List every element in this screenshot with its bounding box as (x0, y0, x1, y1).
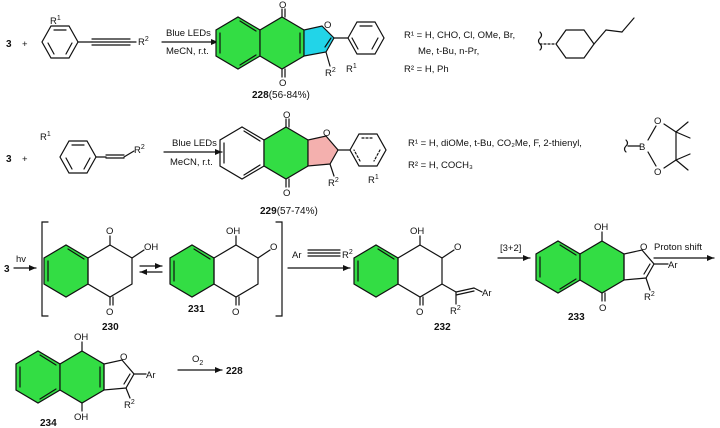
r2-232: R2 (450, 305, 461, 317)
bpin-substituent: B O O (623, 116, 691, 178)
reagent-3-label: 3 (6, 39, 12, 50)
oh-232: OH (410, 226, 424, 237)
oh-234-bottom: OH (74, 412, 88, 423)
hv-label: hv (16, 254, 26, 265)
ar-232: Ar (482, 288, 492, 299)
condition-solvent-2: MeCN, r.t. (170, 157, 213, 168)
o-230: O (106, 307, 113, 318)
r2-234: R2 (124, 399, 135, 411)
plus-sign: + (22, 39, 28, 50)
product-229-r2: R2 (328, 177, 339, 189)
ar-233: Ar (668, 260, 678, 271)
proton-shift-label: Proton shift (654, 242, 702, 253)
ar-234: Ar (146, 370, 156, 381)
r2-233: R2 (644, 291, 655, 303)
o-231: O (232, 307, 239, 318)
reaction-row-2: 3 + R1 R2 Blue LEDs MeCN, r.t. (6, 110, 691, 217)
plus-sign-2: + (22, 154, 28, 165)
bottom-row: OH OH O Ar R2 234 O2 228 (15, 332, 243, 428)
carbonyl-o-bottom: O (279, 78, 286, 89)
boron-atom: B (639, 142, 645, 153)
label-233: 233 (568, 312, 585, 323)
propylcyclohexyl-substituent (537, 17, 635, 59)
oh-231: OH (226, 226, 240, 237)
intermediate-231: OH O O (169, 226, 277, 318)
legend-r1-line2: Me, t-Bu, n-Pr, (418, 46, 479, 57)
product-228-label: 228(56-84%) (252, 90, 310, 101)
aryl-alkyne-substrate: R1 R2 (41, 15, 149, 59)
label-234: 234 (40, 418, 57, 428)
boron-oxygen-1: O (654, 116, 661, 127)
intermediate-234: OH OH O Ar R2 (15, 332, 156, 423)
product-229-structure: O O O R2 R1 (219, 110, 387, 199)
label-230: 230 (102, 322, 119, 333)
start-3-label: 3 (4, 264, 10, 275)
legend-r2: R² = H, Ph (404, 64, 449, 75)
intermediate-232: OH O O R2 Ar (353, 226, 492, 318)
radical-o-230: O (106, 226, 113, 237)
substituent-r1: R1 (50, 15, 61, 27)
substituent-r2: R2 (138, 36, 149, 48)
product-228-structure: O O O R2 R1 (215, 0, 385, 89)
radical-o-231: O (270, 242, 277, 253)
bracket-left (41, 221, 49, 317)
intermediate-233: OH O O Ar R2 (535, 222, 678, 314)
oh-230: OH (144, 242, 158, 253)
product-228-r2: R2 (325, 67, 336, 79)
furan-o-2: O (323, 128, 330, 139)
condition-blue-leds-2: Blue LEDs (172, 138, 217, 149)
legend-r1-line1: R¹ = H, CHO, Cl, OMe, Br, (404, 30, 515, 41)
label-232: 232 (434, 322, 451, 333)
reaction-row-1: 3 + R1 R2 Blue LEDs MeCN, r.t. (6, 0, 635, 101)
intermediate-230: O OH O (43, 226, 158, 318)
carbonyl-o-bottom-2: O (283, 188, 290, 199)
oxidant-o2: O2 (192, 354, 203, 367)
product-228-r1: R1 (346, 63, 357, 75)
carbonyl-o-top-2: O (283, 110, 290, 121)
alkyne-ar: Ar (292, 250, 302, 261)
radical-o-232: O (454, 242, 461, 253)
alkyne-r2: R2 (342, 249, 353, 261)
legend-r2-row2: R² = H, COCH₃ (408, 160, 473, 171)
step-3-2-label: [3+2] (500, 243, 521, 254)
bracket-right (275, 221, 283, 317)
reagent-3-label-2: 3 (6, 154, 12, 165)
furan-o-233: O (640, 242, 647, 253)
legend-r1-row2: R¹ = H, diOMe, t-Bu, CO₂Me, F, 2-thienyl… (408, 138, 582, 149)
substituent-r1-2: R1 (40, 131, 51, 143)
boron-oxygen-2: O (654, 167, 661, 178)
o-233: O (599, 303, 606, 314)
condition-blue-leds: Blue LEDs (166, 28, 211, 39)
condition-solvent: MeCN, r.t. (166, 46, 209, 57)
product-229-r1: R1 (368, 174, 379, 186)
substituent-r2-2: R2 (134, 144, 145, 156)
furan-o-234: O (120, 352, 127, 363)
oh-233: OH (594, 222, 608, 233)
final-product-228: 228 (226, 366, 243, 377)
label-231: 231 (188, 304, 205, 315)
oh-234-top: OH (74, 332, 88, 343)
product-229-label: 229(57-74%) (260, 206, 318, 217)
furan-o: O (324, 20, 331, 31)
carbonyl-o-top: O (279, 0, 286, 11)
mechanism-row: 3 hv O OH O 230 (4, 221, 715, 333)
o-232: O (416, 307, 423, 318)
aryl-alkene-substrate: R1 R2 (40, 131, 145, 174)
